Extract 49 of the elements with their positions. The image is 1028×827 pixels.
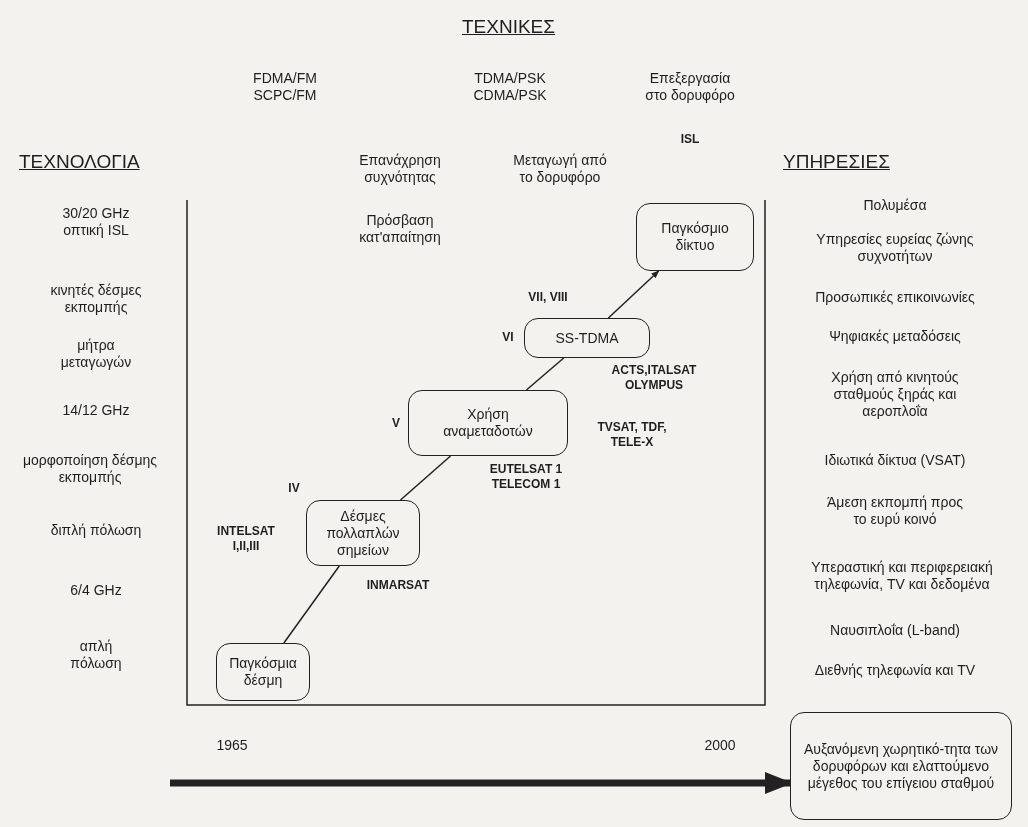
service-label: Διεθνής τηλεφωνία και TV <box>813 662 977 679</box>
rounded-box: Αυξανόμενη χωρητικό-τητα των δορυφόρων και ελαττούμενο μέγεθος του επίγειου σταθμού <box>790 712 1012 820</box>
rounded-box: Παγκόσμιο δίκτυο <box>636 203 754 271</box>
service-label: Υπεραστική και περιφερειακή τηλεφωνία, TV και δεδομένα <box>810 559 994 593</box>
service-label: Πολυμέσα <box>862 197 928 214</box>
generation-label: V <box>391 416 401 431</box>
technology-label: διπλή πόλωση <box>49 522 143 539</box>
rounded-box: Δέσμες πολλαπλών σημείων <box>306 500 420 566</box>
heading: ΤΕΧΝΙΚΕΣ <box>462 18 556 35</box>
technology-label: 30/20 GHz οπτική ISL <box>61 205 131 239</box>
column-heading: ΤΕΧΝΟΛΟΓΙΑ <box>19 153 140 170</box>
satellite-label: TVSAT, TDF, TELE-X <box>596 420 668 450</box>
connector-line <box>283 565 340 644</box>
generation-label: VII, VIII <box>527 290 569 305</box>
technique-label: ISL <box>679 132 701 147</box>
technology-label: κινητές δέσμες εκπομπής <box>49 282 143 316</box>
service-label: Ψηφιακές μεταδόσεις <box>828 328 962 345</box>
year-label: 1965 <box>215 737 249 754</box>
connector-line <box>399 455 452 501</box>
technique-label: Επεξεργασία στο δορυφόρο <box>644 70 736 104</box>
satellite-label: ACTS,ITALSAT OLYMPUS <box>610 363 698 393</box>
connector-line <box>525 357 565 391</box>
column-heading: ΥΠΗΡΕΣΙΕΣ <box>783 153 890 170</box>
service-label: Προσωπικές επικοινωνίες <box>814 289 976 306</box>
service-label: Άμεση εκπομπή προς το ευρύ κοινό <box>826 494 964 528</box>
satellite-label: INMARSAT <box>365 578 431 593</box>
technology-label: απλή πόλωση <box>69 638 123 672</box>
satellite-label: INTELSAT I,II,III <box>216 524 276 554</box>
satellite-label: EUTELSAT 1 TELECOM 1 <box>488 462 564 492</box>
technology-label: 6/4 GHz <box>69 582 123 599</box>
technique-label: FDMA/FM SCPC/FM <box>252 70 318 104</box>
technology-label: μήτρα μεταγωγών <box>59 337 133 371</box>
arrow <box>607 270 660 319</box>
technique-label: TDMA/PSK CDMA/PSK <box>472 70 548 104</box>
technique-label: Πρόσβαση κατ'απαίτηση <box>358 212 442 246</box>
rounded-box: Χρήση αναμεταδοτών <box>408 390 568 456</box>
year-label: 2000 <box>703 737 737 754</box>
technique-label: Επανάχρηση συχνότητας <box>358 152 442 186</box>
generation-label: VI <box>501 330 515 345</box>
rounded-box: Παγκόσμια δέσμη <box>216 643 310 701</box>
technology-label: μορφοποίηση δέσμης εκπομπής <box>21 452 159 486</box>
service-label: Ναυσιπλοΐα (L-band) <box>829 622 961 639</box>
technique-label: Μεταγωγή από το δορυφόρο <box>512 152 608 186</box>
service-label: Ιδιωτικά δίκτυα (VSAT) <box>823 452 967 469</box>
service-label: Χρήση από κινητούς σταθμούς ξηράς και αεροπλοΐα <box>830 369 960 420</box>
rounded-box: SS-TDMA <box>524 318 650 358</box>
technology-label: 14/12 GHz <box>61 402 131 419</box>
generation-label: IV <box>287 481 301 496</box>
service-label: Υπηρεσίες ευρείας ζώνης συχνοτήτων <box>815 231 975 265</box>
